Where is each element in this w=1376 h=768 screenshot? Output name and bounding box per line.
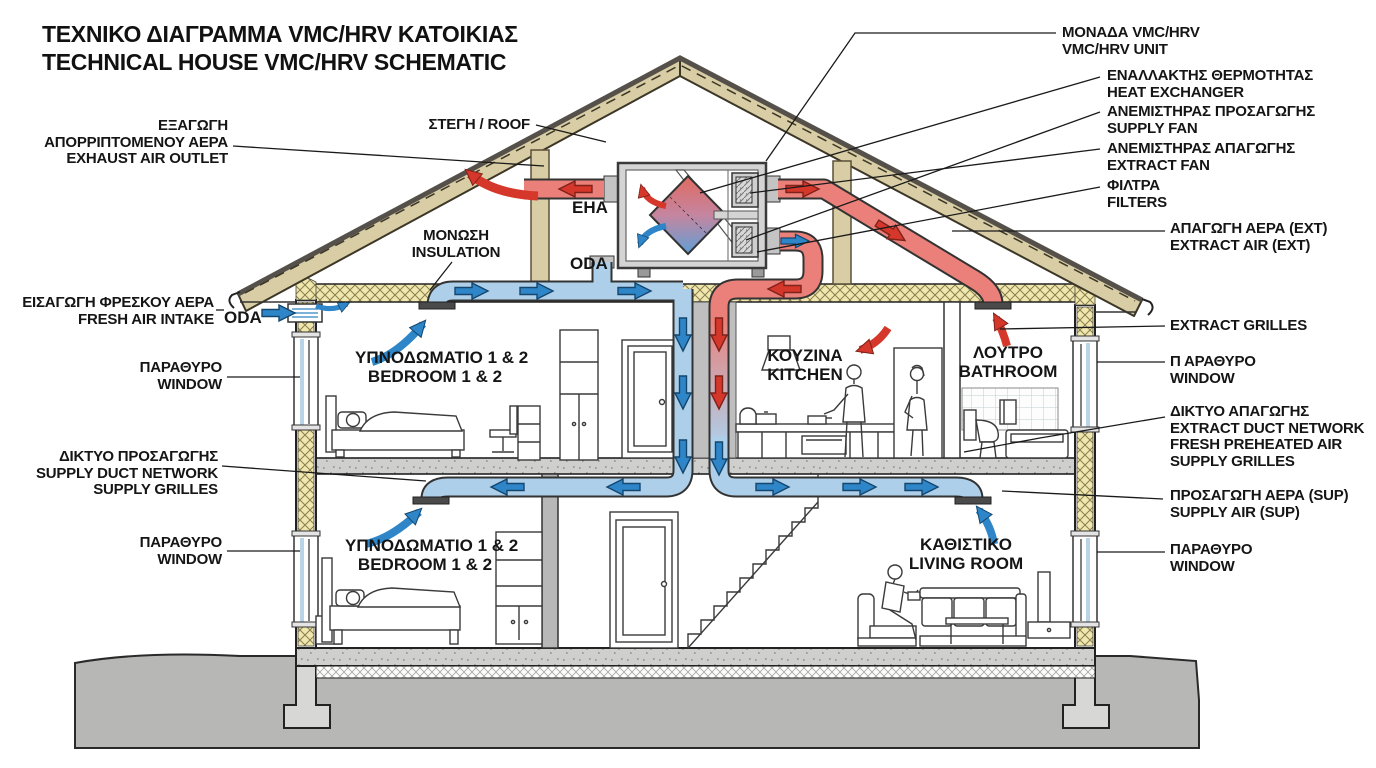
tag-eha: EHA [572,198,608,217]
label-window-upper-right: Π ΑΡΑΘΥΡΟ WINDOW [1170,353,1256,387]
callout-line-filters [756,186,1101,253]
label-supply-air: ΠΡΟΣΑΓΩΓΗ ΑΕΡΑ (SUP) SUPPLY AIR (SUP) [1170,487,1349,521]
roof [228,55,1154,317]
bedroom-lower-furniture [315,511,679,649]
callout-line-vmc-unit [765,32,1056,162]
label-supply-duct-network: ΔΙΚΤΥΟ ΠΡΟΣΑΓΩΓΗΣ SUPPLY DUCT NETWORK SU… [35,448,218,498]
supply-fan [731,222,759,258]
supply-grille-living-room [954,496,992,505]
title-greek: ΤΕΧΝΙΚΟ ΔΙΑΓΡΑΜΜΑ VMC/HRV ΚΑΤΟΙΚΙΑΣ [42,21,518,47]
supply-grille-bedroom-upper [418,301,456,310]
window-lower-right [1070,530,1100,628]
title-english: TECHNICAL HOUSE VMC/HRV SCHEMATIC [42,49,507,75]
supply-trunk-right [710,437,982,500]
label-insulation: ΜΟΝΩΣΗ INSULATION [411,227,501,261]
room-flow-arrows [315,163,1011,548]
kitchen-bath-partition [943,301,961,459]
label-window-lower-right: ΠΑΡΑΘΥΡΟ WINDOW [1170,541,1253,575]
callout-line-extract-fan [749,148,1101,194]
ground-partition-wall [541,473,559,649]
extract-fan [731,172,759,208]
label-roof: ΣΤΕΓΗ / ROOF [428,116,531,133]
callout-line-exhaust [232,145,545,167]
callout-line-heat-exchanger [699,76,1101,194]
callout-line-extract-network [963,416,1166,453]
tag-oda-intake: ODA [224,308,262,327]
label-heat-exchanger: ΕΝΑΛΛΑΚΤΗΣ ΘΕΡΜΟΤΗΤΑΣ HEAT EXCHANGER [1107,67,1314,101]
second-floor-slab [315,457,1076,475]
supply-trunk-left [422,289,692,500]
label-filters: ΦΙΛΤΡΑ FILTERS [1107,177,1167,211]
staircase [687,474,819,649]
slab-insulation [315,665,1096,679]
room-label-bathroom: ΛΟΥΤΡΟ BATHROOM [958,343,1058,381]
label-fresh-air-intake: ΕΙΣΑΓΩΓΗ ΦΡΕΣΚΟΥ ΑΕΡΑ FRESH AIR INTAKE [22,294,214,328]
callout-line-supply-air [1001,490,1164,500]
room-label-bedroom-upper: ΥΠΝΟΔΩΜΑΤΙΟ 1 & 2 BEDROOM 1 & 2 [355,348,529,386]
kitchen-furniture [735,335,943,459]
label-vmc-unit: ΜΟΝΑΔΑ VMC/HRV VMC/HRV UNIT [1062,24,1200,58]
label-extract-grilles: EXTRACT GRILLES [1170,317,1308,334]
label-extract-fan: ΑΝΕΜΙΣΤΗΡΑΣ ΑΠΑΓΩΓΗΣ EXTRACT FAN [1107,140,1296,174]
room-label-kitchen: ΚΟΥΖΙΝΑ KITCHEN [767,346,843,384]
window-upper-right [1070,335,1100,433]
vmc-hrv-unit [589,161,781,278]
tag-oda-unit: ODA [570,254,608,273]
ground-slab [295,647,1096,667]
callout-line-extract-grilles [999,325,1166,330]
room-label-living-room: ΚΑΘΙΣΤΙΚΟ LIVING ROOM [908,535,1024,573]
extract-grille-bathroom [974,301,1012,310]
bedroom-upper-furniture [325,329,679,461]
callout-lines [216,32,1166,553]
callout-line-supply-network [221,465,427,482]
label-extract-air: ΑΠΑΓΩΓΗ ΑΕΡΑ (EXT) EXTRACT AIR (EXT) [1170,220,1328,254]
window-lower-left [291,530,321,628]
preheated-supply-duct [710,232,822,330]
label-window-upper-left: ΠΑΡΑΘΥΡΟ WINDOW [139,359,223,393]
label-supply-fan: ΑΝΕΜΙΣΤΗΡΑΣ ΠΡΟΣΑΓΩΓΗΣ SUPPLY FAN [1107,103,1316,137]
grilles [412,301,1012,505]
callout-line-roof [535,124,607,143]
label-window-lower-left: ΠΑΡΑΘΥΡΟ WINDOW [139,534,223,568]
living-room-furniture [857,564,1071,647]
callout-line-insulation [429,261,453,291]
window-upper-left [291,331,321,431]
foundation-footings [283,665,1110,729]
extract-duct [778,180,1002,305]
page-title: ΤΕΧΝΙΚΟ ΔΙΑΓΡΑΜΜΑ VMC/HRV ΚΑΤΟΙΚΙΑΣ TECH… [42,20,518,76]
label-exhaust-air-outlet: ΕΞΑΓΩΓΗ ΑΠΟΡΡΙΠΤΟΜΕΝΟΥ ΑΕΡΑ EXHAUST AIR … [44,117,228,167]
callout-line-supply-fan [745,111,1101,241]
room-label-bedroom-lower: ΥΠΝΟΔΩΜΑΤΙΟ 1 & 2 BEDROOM 1 & 2 [345,536,519,574]
supply-grille-bedroom-lower [412,496,450,505]
label-extract-duct-network: ΔΙΚΤΥΟ ΑΠΑΓΩΓΗΣ EXTRACT DUCT NETWORK FRE… [1170,403,1365,470]
bathroom-fixtures [961,387,1069,459]
